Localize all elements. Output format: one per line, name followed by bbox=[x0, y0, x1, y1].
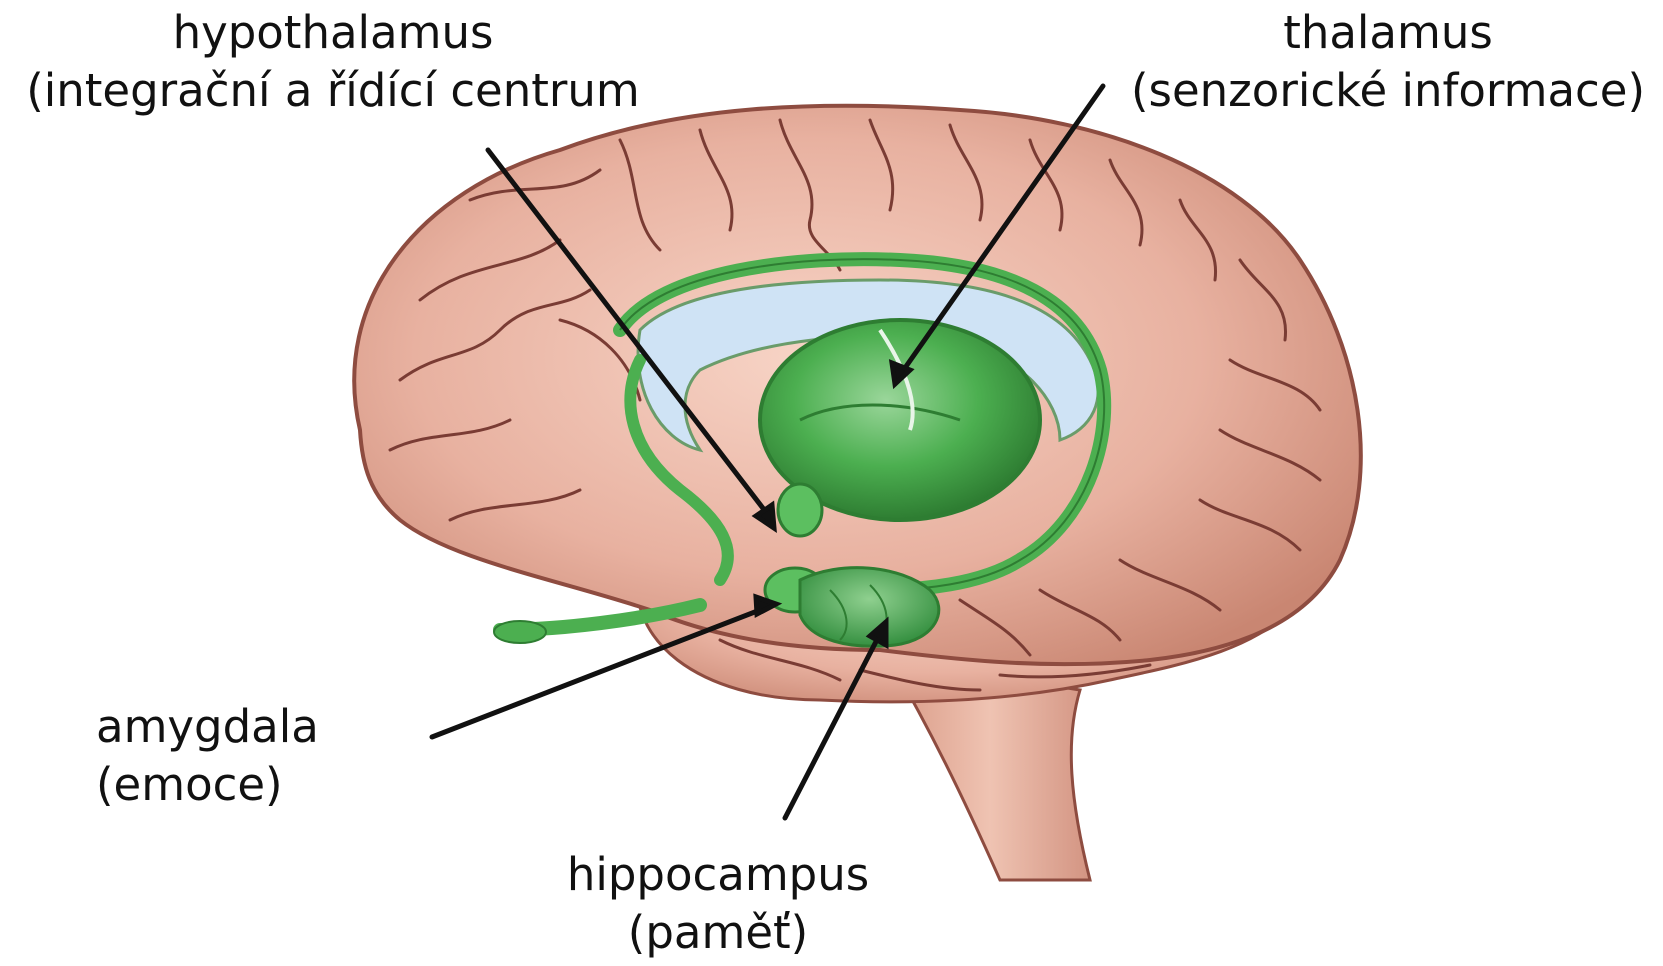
thalamus-name: thalamus bbox=[1118, 4, 1658, 62]
hippocampus-name: hippocampus bbox=[538, 846, 898, 904]
hypothalamus-name: hypothalamus bbox=[8, 4, 658, 62]
hypothalamus bbox=[778, 484, 822, 536]
hypothalamus-description: (integrační a řídící centrum bbox=[8, 62, 658, 120]
amygdala-description: (emoce) bbox=[96, 756, 416, 814]
olfactory-bulb bbox=[494, 621, 546, 643]
amygdala-name: amygdala bbox=[96, 698, 416, 756]
hippocampus-description: (paměť) bbox=[538, 904, 898, 962]
hypothalamus-label: hypothalamus (integrační a řídící centru… bbox=[8, 4, 658, 120]
thalamus-description: (senzorické informace) bbox=[1118, 62, 1658, 120]
thalamus-label: thalamus (senzorické informace) bbox=[1118, 4, 1658, 120]
amygdala-label: amygdala (emoce) bbox=[96, 698, 416, 814]
hippocampus-label: hippocampus (paměť) bbox=[538, 846, 898, 962]
